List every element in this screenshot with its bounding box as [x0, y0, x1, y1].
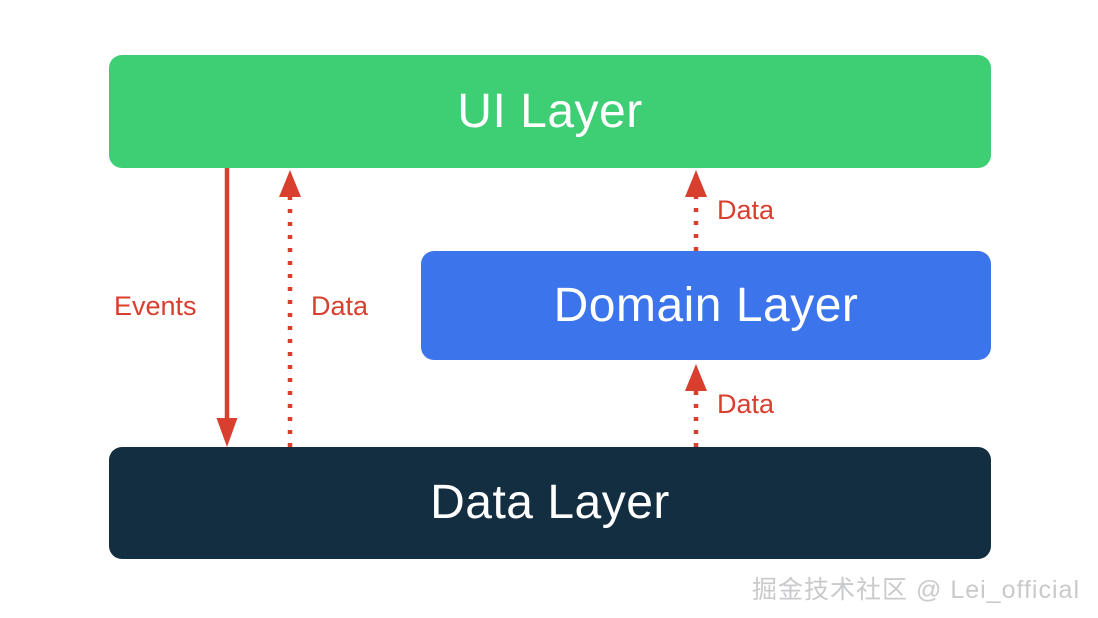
data-layer-label: Data Layer — [430, 476, 670, 529]
data-arrow-data-to-domain — [685, 364, 707, 447]
edge-label-data-left: Data — [311, 291, 369, 321]
edge-label-events: Events — [114, 291, 197, 321]
data-arrow-data-to-ui — [279, 170, 301, 447]
data-layer-box: Data Layer — [109, 447, 991, 559]
watermark-text: 掘金技术社区 @ Lei_official — [752, 576, 1080, 604]
ui-layer-box: UI Layer — [109, 55, 991, 168]
events-arrow-ui-to-data — [216, 168, 238, 447]
domain-layer-label: Domain Layer — [553, 278, 859, 332]
edge-label-data-lower-right: Data — [717, 389, 775, 419]
data-arrow-domain-to-ui — [685, 170, 707, 251]
edge-label-data-upper-right: Data — [717, 195, 775, 225]
ui-layer-label: UI Layer — [457, 84, 643, 138]
domain-layer-box: Domain Layer — [421, 251, 991, 360]
